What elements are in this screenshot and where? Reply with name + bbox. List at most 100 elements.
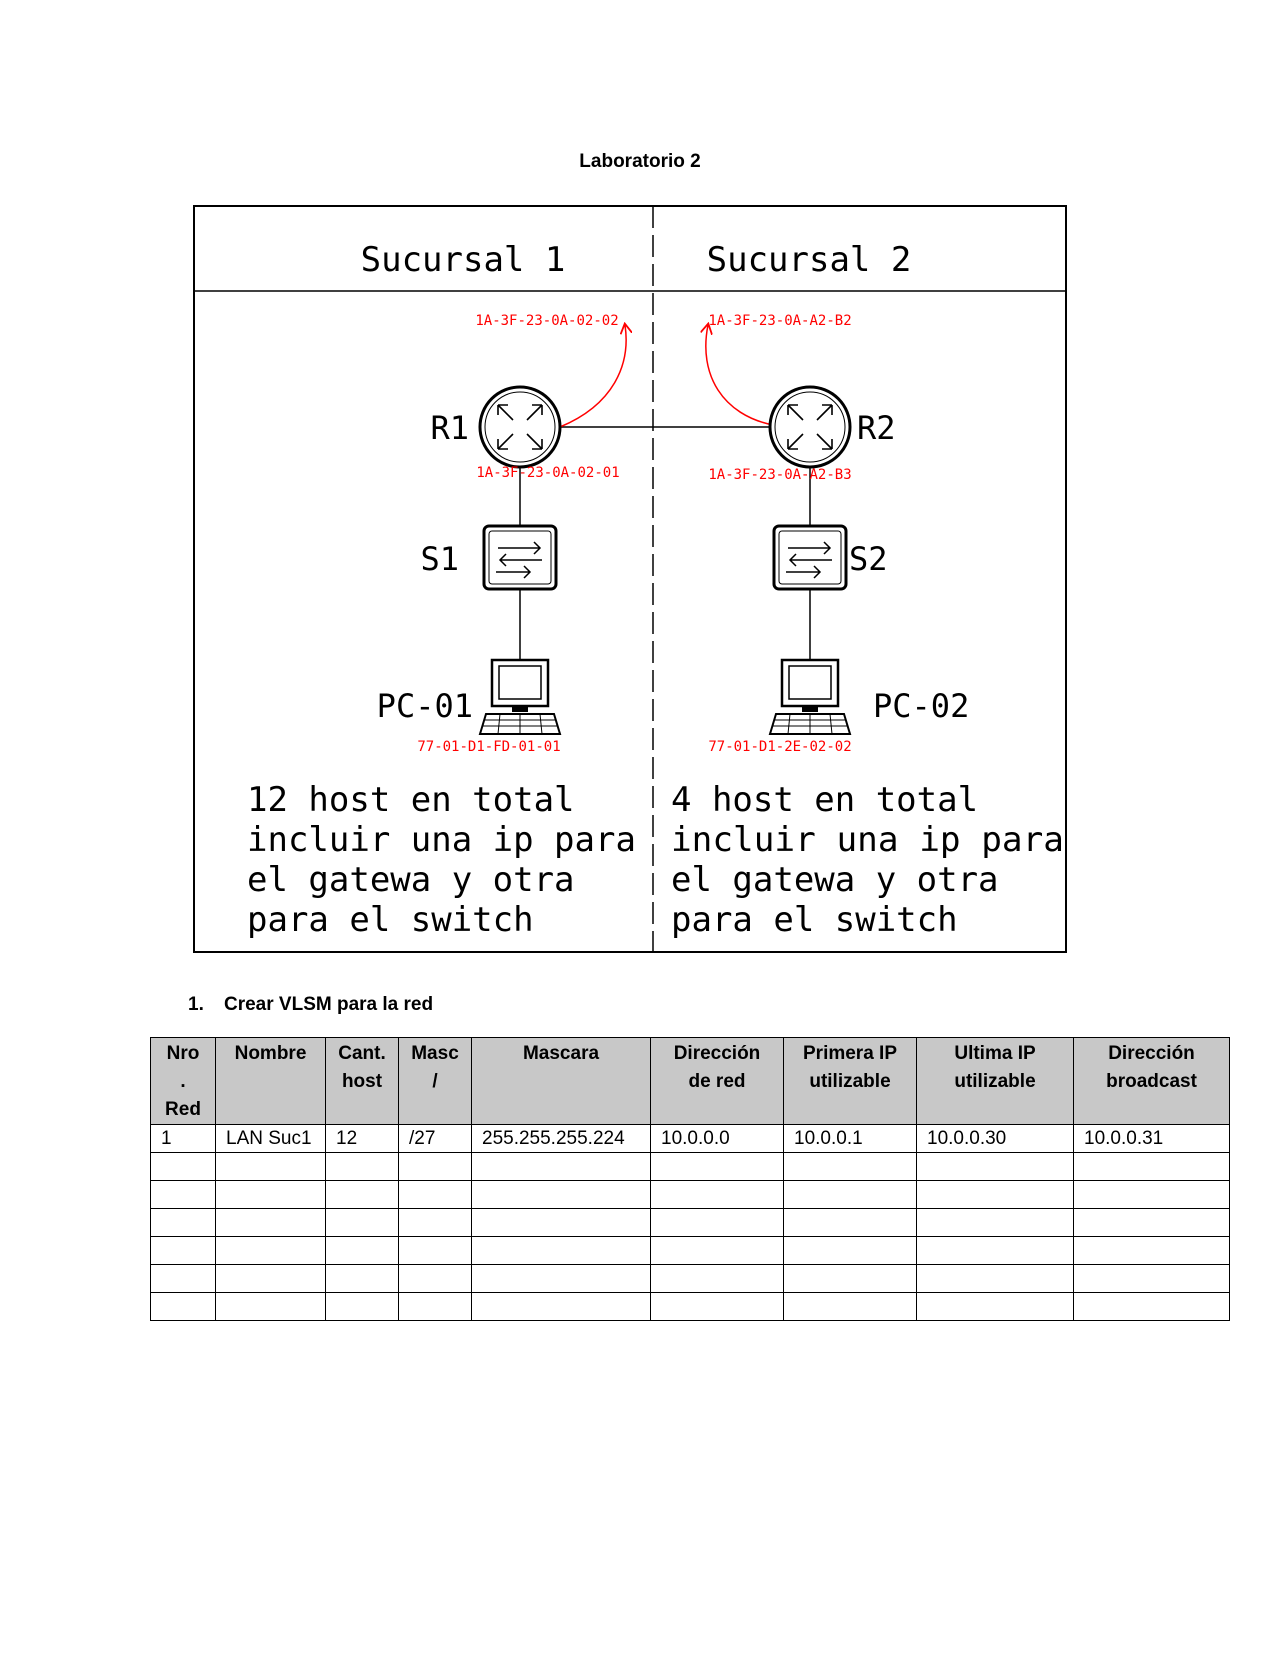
cell-nro[interactable] xyxy=(150,1208,216,1237)
document-title: Laboratorio 2 xyxy=(579,151,701,172)
diagram-frame xyxy=(193,205,1067,953)
cell-ultima-ip[interactable] xyxy=(916,1292,1074,1321)
cell-masc[interactable] xyxy=(398,1152,472,1181)
cell-mascara[interactable] xyxy=(471,1180,651,1209)
cell-nro[interactable] xyxy=(150,1264,216,1293)
cell-primera-ip[interactable] xyxy=(783,1236,917,1265)
cell-broadcast: 10.0.0.31 xyxy=(1073,1124,1230,1153)
cell-nro[interactable] xyxy=(150,1236,216,1265)
cell-cant-host: 12 xyxy=(325,1124,399,1153)
branch1-note-line: 12 host en total xyxy=(247,780,575,820)
cell-primera-ip: 10.0.0.1 xyxy=(783,1124,917,1153)
cell-nro[interactable] xyxy=(150,1292,216,1321)
branch2-note-line: el gatewa y otra xyxy=(671,860,999,900)
cell-broadcast[interactable] xyxy=(1073,1236,1230,1265)
section-heading: 1.Crear VLSM para la red xyxy=(188,994,433,1016)
cell-direccion-red[interactable] xyxy=(650,1208,784,1237)
cell-primera-ip[interactable] xyxy=(783,1208,917,1237)
cell-cant-host[interactable] xyxy=(325,1208,399,1237)
r2-mac-bottom: 1A-3F-23-0A-A2-B3 xyxy=(708,467,851,483)
router-r1-icon xyxy=(478,385,562,469)
cell-broadcast[interactable] xyxy=(1073,1208,1230,1237)
branch2-note-line: 4 host en total xyxy=(671,780,978,820)
r1-mac-arrow xyxy=(559,325,626,428)
cell-mascara[interactable] xyxy=(471,1292,651,1321)
r2-mac-arrow xyxy=(706,325,774,426)
s2-label: S2 xyxy=(849,540,888,578)
cell-ultima-ip[interactable] xyxy=(916,1152,1074,1181)
cell-nro[interactable] xyxy=(150,1180,216,1209)
cell-mascara[interactable] xyxy=(471,1152,651,1181)
col-header-cant-host: Cant.host xyxy=(325,1037,399,1125)
table-row xyxy=(150,1264,1230,1293)
cell-masc[interactable] xyxy=(398,1180,472,1209)
cell-direccion-red[interactable] xyxy=(650,1152,784,1181)
vlsm-table: Nro.Red Nombre Cant.host Masc/ Mascara D… xyxy=(150,1037,1230,1321)
table-row xyxy=(150,1292,1230,1321)
branch2-note-line: incluir una ip para xyxy=(671,820,1064,860)
cell-nombre[interactable] xyxy=(215,1236,326,1265)
col-header-nro-red: Nro.Red xyxy=(150,1037,216,1125)
s1-label: S1 xyxy=(420,540,459,578)
table-row: 1 LAN Suc1 12 /27 255.255.255.224 10.0.0… xyxy=(150,1124,1230,1153)
cell-ultima-ip[interactable] xyxy=(916,1236,1074,1265)
cell-cant-host[interactable] xyxy=(325,1264,399,1293)
cell-masc[interactable] xyxy=(398,1264,472,1293)
cell-masc: /27 xyxy=(398,1124,472,1153)
pc02-icon xyxy=(768,658,852,735)
cell-primera-ip[interactable] xyxy=(783,1152,917,1181)
cell-broadcast[interactable] xyxy=(1073,1264,1230,1293)
cell-primera-ip[interactable] xyxy=(783,1264,917,1293)
cell-primera-ip[interactable] xyxy=(783,1292,917,1321)
cell-nro[interactable] xyxy=(150,1152,216,1181)
cell-mascara[interactable] xyxy=(471,1264,651,1293)
cell-masc[interactable] xyxy=(398,1236,472,1265)
cell-direccion-red[interactable] xyxy=(650,1264,784,1293)
cell-cant-host[interactable] xyxy=(325,1292,399,1321)
pc01-label: PC-01 xyxy=(377,687,473,725)
table-row xyxy=(150,1236,1230,1265)
branch1-note: 12 host en total incluir una ip para el … xyxy=(247,780,636,940)
branch2-note: 4 host en total incluir una ip para el g… xyxy=(671,780,1064,940)
cell-nombre[interactable] xyxy=(215,1180,326,1209)
cell-ultima-ip[interactable] xyxy=(916,1264,1074,1293)
branch1-header: Sucursal 1 xyxy=(361,240,566,280)
cell-primera-ip[interactable] xyxy=(783,1180,917,1209)
cell-direccion-red[interactable] xyxy=(650,1292,784,1321)
cell-ultima-ip[interactable] xyxy=(916,1180,1074,1209)
cell-nombre[interactable] xyxy=(215,1292,326,1321)
r1-mac-top: 1A-3F-23-0A-02-02 xyxy=(475,313,618,329)
cell-nro: 1 xyxy=(150,1124,216,1153)
cell-direccion-red: 10.0.0.0 xyxy=(650,1124,784,1153)
r2-label: R2 xyxy=(857,409,896,447)
cell-cant-host[interactable] xyxy=(325,1152,399,1181)
pc02-label: PC-02 xyxy=(873,687,969,725)
cell-cant-host[interactable] xyxy=(325,1236,399,1265)
cell-mascara[interactable] xyxy=(471,1236,651,1265)
cell-mascara[interactable] xyxy=(471,1208,651,1237)
cell-nombre[interactable] xyxy=(215,1208,326,1237)
branch2-header: Sucursal 2 xyxy=(707,240,912,280)
switch-s2-icon xyxy=(772,524,848,591)
cell-cant-host[interactable] xyxy=(325,1180,399,1209)
cell-broadcast[interactable] xyxy=(1073,1292,1230,1321)
cell-ultima-ip[interactable] xyxy=(916,1208,1074,1237)
cell-direccion-red[interactable] xyxy=(650,1180,784,1209)
pc01-icon xyxy=(478,658,562,735)
col-header-nombre: Nombre xyxy=(215,1037,326,1125)
table-row xyxy=(150,1208,1230,1237)
cell-nombre[interactable] xyxy=(215,1264,326,1293)
cell-masc[interactable] xyxy=(398,1292,472,1321)
switch-s1-icon xyxy=(482,524,558,591)
cell-direccion-red[interactable] xyxy=(650,1236,784,1265)
cell-masc[interactable] xyxy=(398,1208,472,1237)
cell-nombre[interactable] xyxy=(215,1152,326,1181)
cell-broadcast[interactable] xyxy=(1073,1180,1230,1209)
cell-broadcast[interactable] xyxy=(1073,1152,1230,1181)
col-header-masc: Masc/ xyxy=(398,1037,472,1125)
cell-mascara: 255.255.255.224 xyxy=(471,1124,651,1153)
cell-nombre: LAN Suc1 xyxy=(215,1124,326,1153)
branch1-note-line: incluir una ip para xyxy=(247,820,636,860)
